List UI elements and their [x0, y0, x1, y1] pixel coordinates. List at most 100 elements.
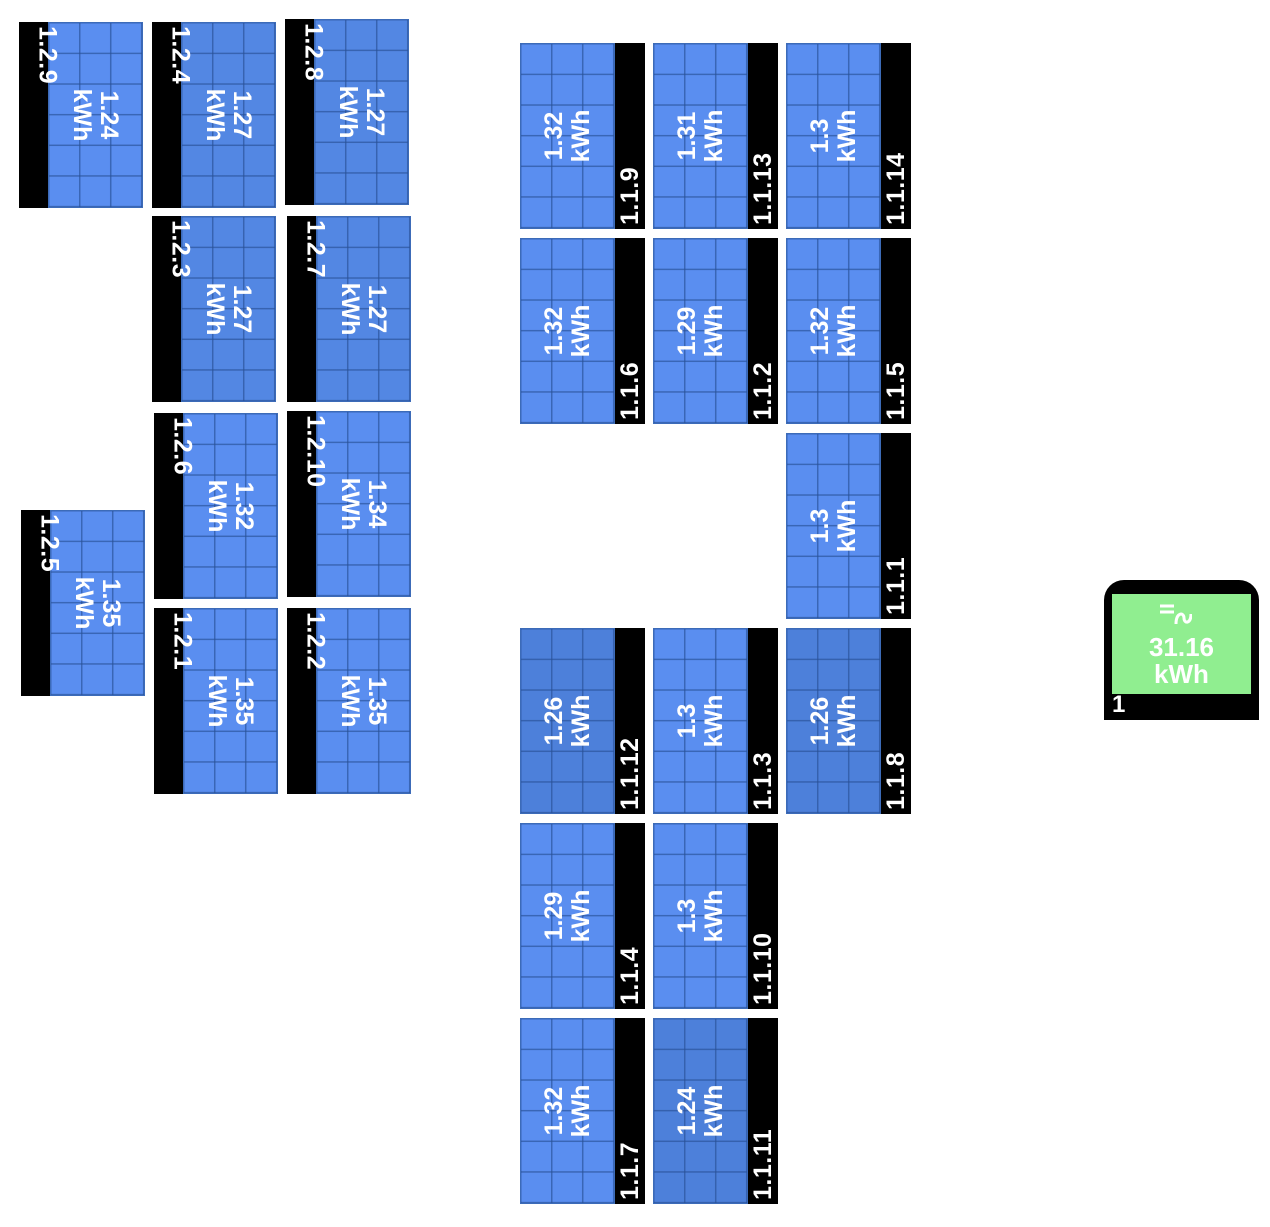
energy-unit: kWh: [336, 477, 364, 531]
panel-id-strip: [152, 216, 181, 402]
energy-unit: kWh: [201, 88, 229, 142]
panel-id: 1.2.2: [301, 612, 330, 671]
panel-id: 1.2.7: [301, 220, 330, 279]
panel-id-strip: [154, 413, 183, 599]
energy-unit: kWh: [566, 1084, 595, 1138]
energy-unit: kWh: [832, 694, 861, 748]
panel-cell-grid: [520, 823, 615, 1009]
panel-id-strip: [748, 43, 778, 229]
energy-value: 1.34: [363, 479, 391, 529]
energy-unit: kWh: [832, 499, 861, 553]
panel-id-strip: [287, 411, 316, 597]
panel-cell-grid: [181, 22, 276, 208]
energy-value: 1.29: [672, 306, 701, 356]
total-energy-unit: kWh: [1154, 659, 1209, 689]
energy-value: 1.32: [230, 481, 258, 531]
panel-cell-grid: [316, 608, 411, 794]
panel-id-strip: [881, 433, 911, 619]
panel-id-strip: [748, 628, 778, 814]
energy-value: 1.35: [363, 676, 391, 726]
panel-id-strip: [19, 22, 48, 208]
panel-id-strip: [881, 238, 911, 424]
energy-value: 1.27: [363, 284, 391, 334]
panel-id: 1.2.3: [166, 220, 195, 279]
energy-unit: kWh: [203, 479, 231, 533]
energy-unit: kWh: [699, 1084, 728, 1138]
energy-value: 1.27: [228, 284, 256, 334]
panel-id-strip: [881, 628, 911, 814]
energy-unit: kWh: [699, 109, 728, 163]
panel-id: 1.2.8: [299, 23, 328, 82]
energy-value: 1.35: [230, 676, 258, 726]
panel-id-strip: [748, 823, 778, 1009]
panel-cell-grid: [653, 43, 748, 229]
energy-unit: kWh: [566, 304, 595, 358]
panel-id: 1.2.10: [301, 415, 330, 488]
panel-id-strip: [615, 1018, 645, 1204]
energy-value: 1.3: [805, 118, 834, 154]
energy-unit: kWh: [832, 109, 861, 163]
panel-id-strip: [615, 628, 645, 814]
energy-value: 1.24: [672, 1086, 701, 1136]
panel-id: 1.2.1: [168, 612, 197, 671]
panel-cell-grid: [786, 433, 881, 619]
energy-unit: kWh: [70, 576, 98, 630]
panel-cell-grid: [653, 238, 748, 424]
panel-id-strip: [154, 608, 183, 794]
inverter-id: 1: [1112, 691, 1126, 718]
panel-cell-grid: [786, 628, 881, 814]
energy-unit: kWh: [566, 109, 595, 163]
total-energy-value: 31.16: [1148, 632, 1215, 662]
energy-unit: kWh: [699, 304, 728, 358]
energy-value: 1.32: [539, 111, 568, 161]
panel-cell-grid: [520, 628, 615, 814]
panel-id-strip: [615, 238, 645, 424]
energy-unit: kWh: [334, 85, 362, 139]
energy-unit: kWh: [68, 88, 96, 142]
panel-id-strip: [287, 608, 316, 794]
panel-cell-grid: [316, 411, 411, 597]
inverter[interactable]: 31.16 kWh 1: [1104, 580, 1259, 720]
panel-cell-grid: [183, 608, 278, 794]
energy-unit: kWh: [201, 282, 229, 336]
panel-id-strip: [21, 510, 50, 696]
panel-cell-grid: [520, 238, 615, 424]
